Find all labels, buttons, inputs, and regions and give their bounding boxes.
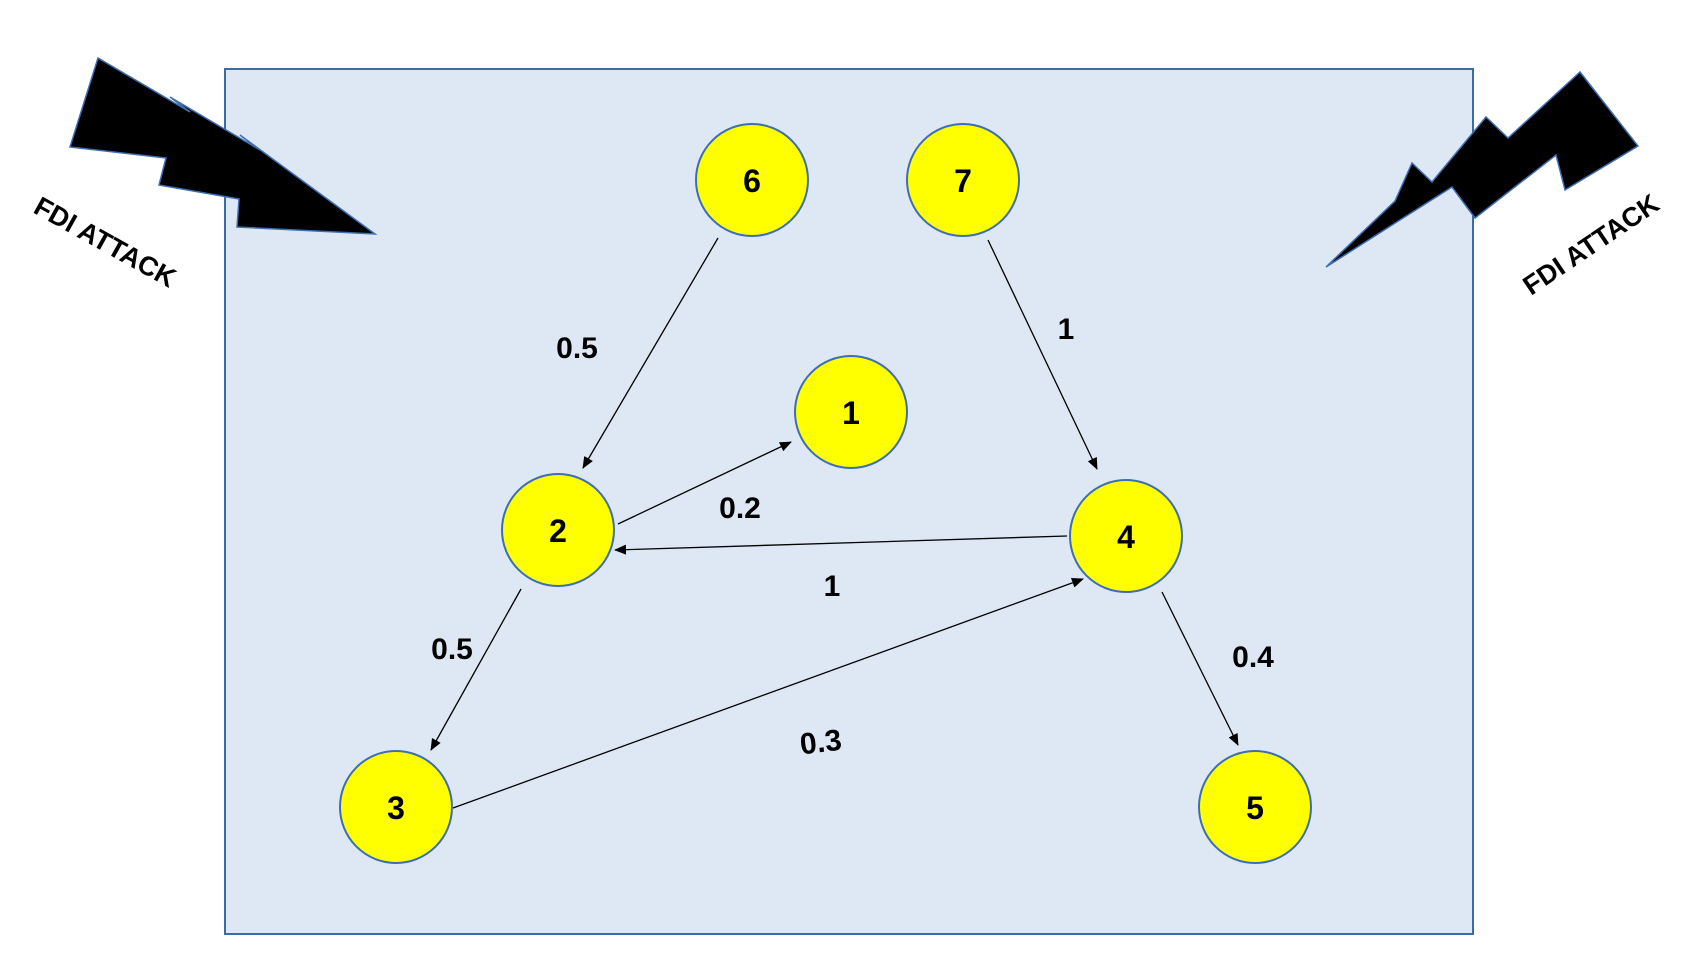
edge-4-to-2 bbox=[614, 535, 1068, 555]
edge-weight-6-2: 0.5 bbox=[556, 332, 598, 365]
edge-6-to-2 bbox=[582, 237, 719, 469]
node-6: 6 bbox=[695, 123, 809, 237]
left-lightning-bolt-icon bbox=[69, 56, 378, 235]
edge-2-to-1 bbox=[617, 441, 792, 525]
edge-weight-3-4: 0.3 bbox=[798, 724, 843, 762]
edge-4-to-5 bbox=[1161, 591, 1239, 746]
nodes: 6 7 1 2 4 3 5 bbox=[339, 123, 1312, 864]
left-attack-label: FDI ATTACK bbox=[29, 191, 181, 294]
edge-weight-4-2: 1 bbox=[824, 570, 841, 603]
edge-weight-4-5: 0.4 bbox=[1232, 641, 1274, 674]
node-7-label: 7 bbox=[954, 163, 972, 199]
right-lightning-bolt-icon bbox=[1325, 70, 1640, 268]
edge-weight-2-1: 0.2 bbox=[719, 492, 761, 525]
edge-labels: 0.5 1 0.2 1 0.5 0.3 0.4 bbox=[431, 313, 1274, 761]
node-5-label: 5 bbox=[1246, 790, 1264, 826]
node-4-label: 4 bbox=[1117, 519, 1135, 555]
node-3-label: 3 bbox=[387, 790, 405, 826]
edge-7-to-4 bbox=[987, 239, 1098, 470]
node-7: 7 bbox=[906, 123, 1020, 237]
right-attack-label: FDI ATTACK bbox=[1518, 188, 1665, 301]
edge-weight-7-4: 1 bbox=[1058, 313, 1075, 346]
node-2-label: 2 bbox=[549, 513, 567, 549]
node-6-label: 6 bbox=[743, 163, 761, 199]
edge-2-to-3 bbox=[430, 588, 522, 751]
node-1-label: 1 bbox=[842, 395, 860, 431]
node-3: 3 bbox=[339, 750, 453, 864]
edges bbox=[430, 237, 1239, 809]
edge-weight-2-3: 0.5 bbox=[431, 633, 473, 666]
node-2: 2 bbox=[501, 473, 615, 587]
node-4: 4 bbox=[1069, 479, 1183, 593]
node-1: 1 bbox=[794, 355, 908, 469]
node-5: 5 bbox=[1198, 750, 1312, 864]
edge-3-to-4 bbox=[452, 578, 1084, 809]
